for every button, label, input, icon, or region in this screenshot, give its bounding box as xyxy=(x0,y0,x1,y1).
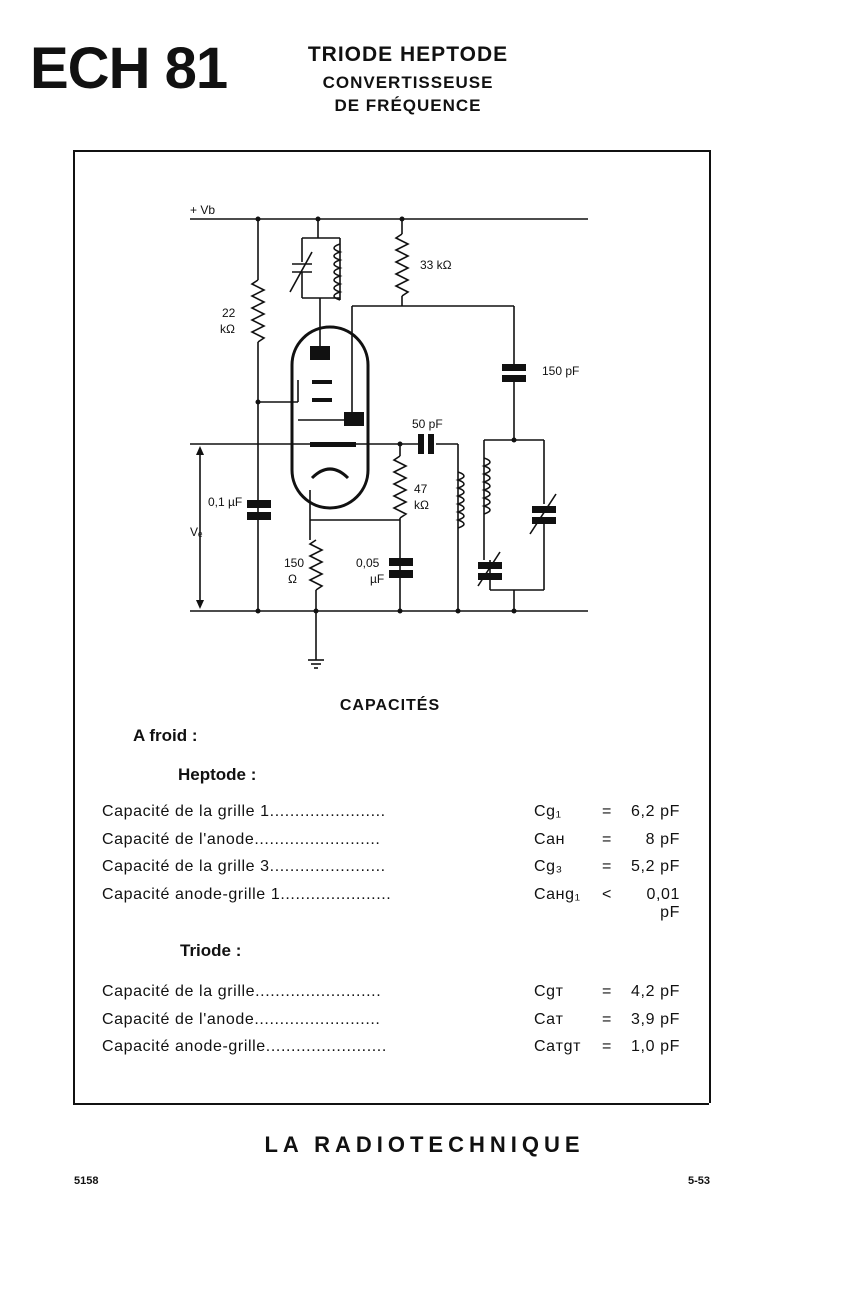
tube-code-title: ECH 81 xyxy=(30,36,228,101)
row-operator: = xyxy=(602,1038,612,1055)
supply-label: + Vb xyxy=(190,203,215,217)
document-code: 5158 xyxy=(74,1175,99,1187)
row-value: 8 pF xyxy=(645,831,680,848)
row-symbol: Cg₃ xyxy=(534,858,563,875)
content-frame xyxy=(73,150,711,1103)
resistor-150-label: 150 xyxy=(284,556,304,570)
row-operator: = xyxy=(602,803,612,820)
resistor-22k-label: 22 xyxy=(222,306,236,320)
heptode-title: Heptode : xyxy=(178,765,257,784)
table-row: Capacité de la grille 3.................… xyxy=(102,858,692,880)
table-row: Capacité de la grille...................… xyxy=(102,983,692,1005)
table-row: Capacité anode-grille 1.................… xyxy=(102,886,692,921)
table-row: Capacité de l'anode.....................… xyxy=(102,1011,692,1033)
circuit-schematic: + Vb 33 kΩ 22 kΩ 150 pF 50 pF 0,1 µF Vₑ … xyxy=(190,203,588,669)
voltage-label: Vₑ xyxy=(190,525,203,539)
row-symbol: Cg₁ xyxy=(534,803,562,820)
frame-bottom-rule xyxy=(73,1103,709,1105)
row-symbol: Caᴛ xyxy=(534,1011,564,1028)
table-row: Capacité anode-grille...................… xyxy=(102,1038,692,1060)
resistor-47k-label: 47 xyxy=(414,482,428,496)
table-row: Capacité de la grille 1.................… xyxy=(102,803,692,825)
row-value: 1,0 pF xyxy=(631,1038,680,1055)
row-label: Capacité de l'anode.....................… xyxy=(102,1011,381,1028)
capacitor-005uf-label: 0,05 xyxy=(356,556,380,570)
row-value: 3,9 pF xyxy=(631,1011,680,1028)
row-label: Capacité de la grille 1.................… xyxy=(102,803,386,820)
row-operator: = xyxy=(602,831,612,848)
footer-brand: LA RADIOTECHNIQUE xyxy=(264,1132,585,1157)
row-label: Capacité de la grille 3.................… xyxy=(102,858,386,875)
row-value: 6,2 pF xyxy=(631,803,680,820)
resistor-33k-label: 33 kΩ xyxy=(420,258,452,272)
tube-function-line1: CONVERTISSEUSE xyxy=(322,73,494,92)
capacitor-150pf-label: 150 pF xyxy=(542,364,579,378)
row-operator: = xyxy=(602,1011,612,1028)
resistor-150-unit: Ω xyxy=(288,572,297,586)
row-value: 0,01 pF xyxy=(646,886,680,921)
row-symbol: Cgᴛ xyxy=(534,983,564,1000)
resistor-22k-unit: kΩ xyxy=(220,322,235,336)
row-operator: = xyxy=(602,983,612,1000)
section-title: CAPACITÉS xyxy=(339,697,441,714)
row-label: Capacité de la grille...................… xyxy=(102,983,382,1000)
capacitor-01uf-label: 0,1 µF xyxy=(208,495,242,509)
row-symbol: Caʜ xyxy=(534,831,566,848)
row-operator: = xyxy=(602,858,612,875)
row-label: Capacité de l'anode.....................… xyxy=(102,831,381,848)
row-label: Capacité anode-grille...................… xyxy=(102,1038,387,1055)
tube-function-line2: DE FRÉQUENCE xyxy=(334,96,482,115)
frame-top-rule xyxy=(73,150,709,152)
row-label: Capacité anode-grille 1.................… xyxy=(102,886,392,903)
row-symbol: Caᴛgᴛ xyxy=(534,1038,582,1055)
capacitor-50pf-label: 50 pF xyxy=(412,417,443,431)
row-value: 5,2 pF xyxy=(631,858,680,875)
cold-condition-label: A froid : xyxy=(133,726,198,745)
resistor-47k-unit: kΩ xyxy=(414,498,429,512)
row-operator: < xyxy=(602,886,612,903)
table-row: Capacité de l'anode.....................… xyxy=(102,831,692,853)
triode-title: Triode : xyxy=(180,941,242,960)
capacitor-005uf-unit: µF xyxy=(370,572,384,586)
row-value: 4,2 pF xyxy=(631,983,680,1000)
document-date-code: 5-53 xyxy=(687,1175,710,1187)
row-symbol: Caʜg₁ xyxy=(534,886,581,903)
tube-type-title: TRIODE HEPTODE xyxy=(307,43,509,66)
